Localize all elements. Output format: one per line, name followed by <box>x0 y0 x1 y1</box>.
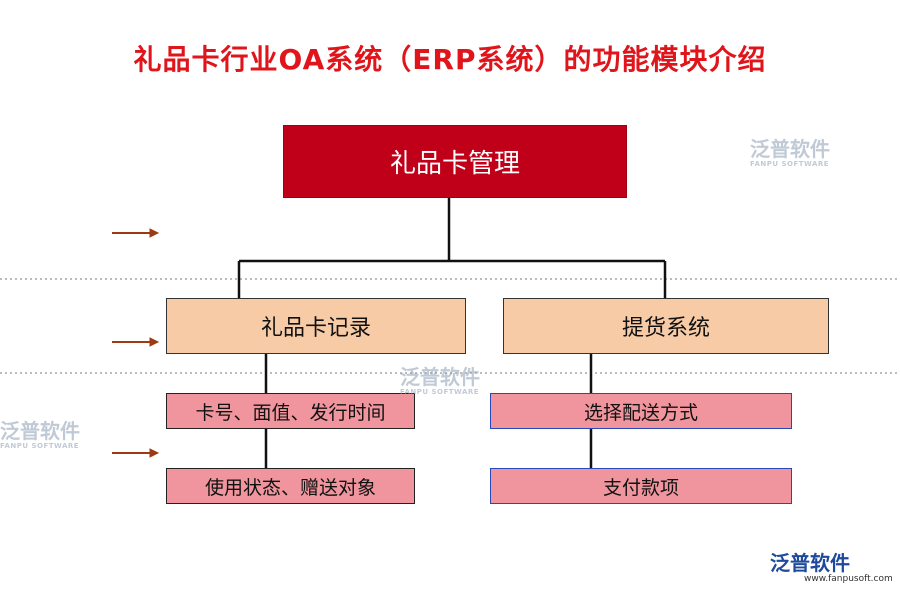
arrow-icon <box>112 448 160 458</box>
fanpu-logo: 泛普软件 www.fanpusoft.com <box>770 551 893 584</box>
root-node: 礼品卡管理 <box>283 125 627 198</box>
arrow-icon <box>112 228 160 238</box>
leaf-node-delivery-method: 选择配送方式 <box>490 393 792 429</box>
page-title: 礼品卡行业OA系统（ERP系统）的功能模块介绍 <box>133 43 767 76</box>
branch-node-card-records: 礼品卡记录 <box>166 298 466 354</box>
leaf-node-usage-status: 使用状态、赠送对象 <box>166 468 415 504</box>
watermark-logo: 泛普软件 FANPU SOFTWARE <box>750 137 830 168</box>
leaf-node-card-info: 卡号、面值、发行时间 <box>166 393 415 429</box>
arrow-icon <box>112 337 160 347</box>
leaf-node-payment: 支付款项 <box>490 468 792 504</box>
watermark-logo: 泛普软件 FANPU SOFTWARE <box>0 419 80 450</box>
watermark-logo: 泛普软件 FANPU SOFTWARE <box>400 365 480 396</box>
branch-node-pickup-system: 提货系统 <box>503 298 829 354</box>
